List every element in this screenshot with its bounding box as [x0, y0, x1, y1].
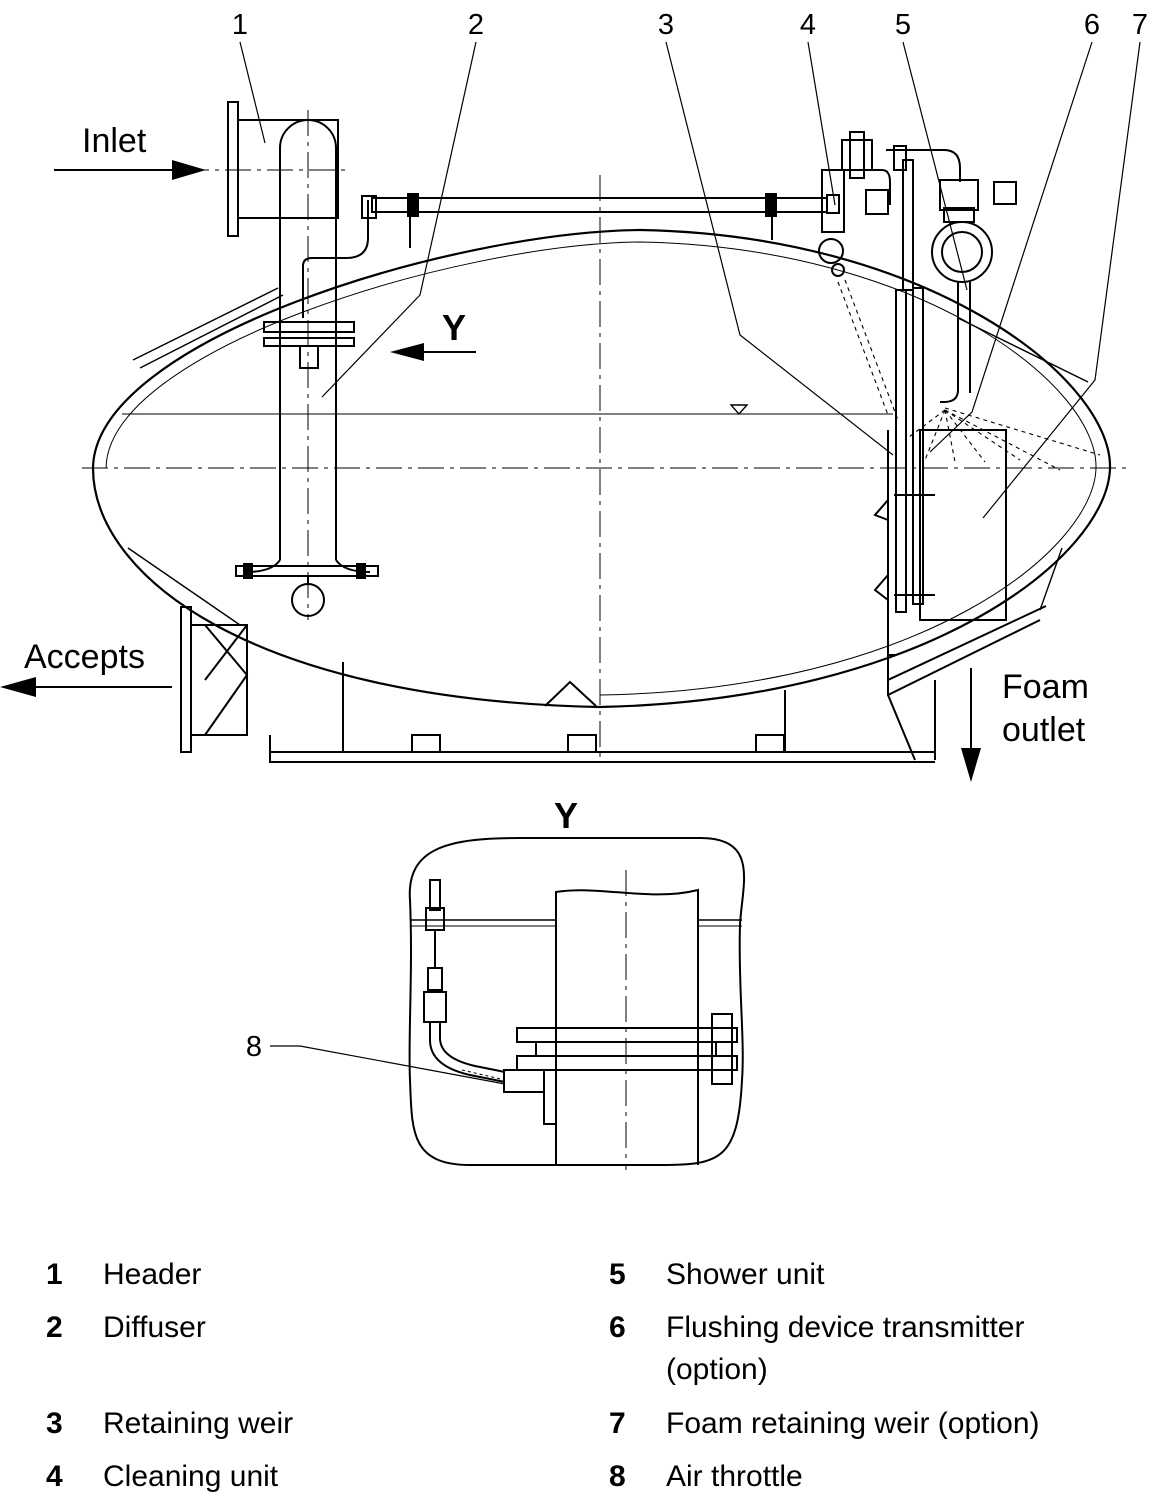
callout-8: 8: [246, 1031, 262, 1063]
legend-number: 6: [609, 1311, 626, 1344]
inlet-label: Inlet: [82, 122, 147, 160]
legend-number: 5: [609, 1258, 626, 1291]
callout-1: 1: [232, 9, 248, 41]
cleaning-unit: [818, 131, 961, 277]
view-y-arrow: [390, 343, 476, 361]
detail-spray: [461, 1069, 506, 1081]
liquid-level: [122, 404, 893, 416]
legend-text: Header: [103, 1258, 202, 1291]
detail-view-y: [408, 837, 746, 1170]
callout-2: 2: [468, 9, 484, 41]
inlet-arrow: [54, 160, 206, 180]
shower-unit: [895, 159, 1017, 613]
legend-text: Flushing device transmitter (option): [666, 1311, 1025, 1386]
leader-line-8: [270, 1045, 506, 1085]
header-inlet-pipe: [227, 101, 379, 617]
view-y-marker: Y: [442, 307, 466, 348]
foam-outlet-arrow: [961, 668, 981, 782]
legend-number: 2: [46, 1311, 63, 1344]
callout-3: 3: [658, 9, 674, 41]
base-frame: [180, 606, 935, 763]
retaining-weirs: [873, 429, 1047, 761]
legend-number: 3: [46, 1407, 63, 1440]
legend: 1 Header 2 Diffuser 3 Retaining weir 4 C…: [0, 1240, 1168, 1508]
legend-number: 7: [609, 1407, 626, 1440]
tank-vessel: [91, 228, 1112, 709]
legend-text: Cleaning unit: [103, 1460, 279, 1493]
callout-7: 7: [1132, 9, 1148, 41]
foam-outlet-label-line1: Foam: [1002, 668, 1089, 706]
accepts-arrow: [0, 677, 172, 697]
legend-number: 8: [609, 1460, 626, 1493]
centre-lines: [82, 110, 1128, 762]
callout-4: 4: [800, 9, 816, 41]
legend-text: Air throttle: [666, 1460, 803, 1493]
callout-6: 6: [1084, 9, 1100, 41]
flotation-cell-drawing: 1 2 3 4 5 6 7: [0, 9, 1148, 1170]
legend-number: 4: [46, 1460, 63, 1493]
accepts-label: Accepts: [24, 638, 145, 676]
legend-text: Foam retaining weir (option): [666, 1407, 1040, 1440]
legend-text: Retaining weir: [103, 1407, 294, 1440]
legend-number: 1: [46, 1258, 63, 1291]
legend-text: Shower unit: [666, 1258, 825, 1291]
foam-outlet-label-line2: outlet: [1002, 711, 1086, 749]
detail-view-title: Y: [554, 795, 578, 836]
spray-jets: [837, 279, 1101, 471]
legend-text: Diffuser: [103, 1311, 206, 1344]
leader-lines: [239, 41, 1141, 519]
callout-5: 5: [895, 9, 911, 41]
